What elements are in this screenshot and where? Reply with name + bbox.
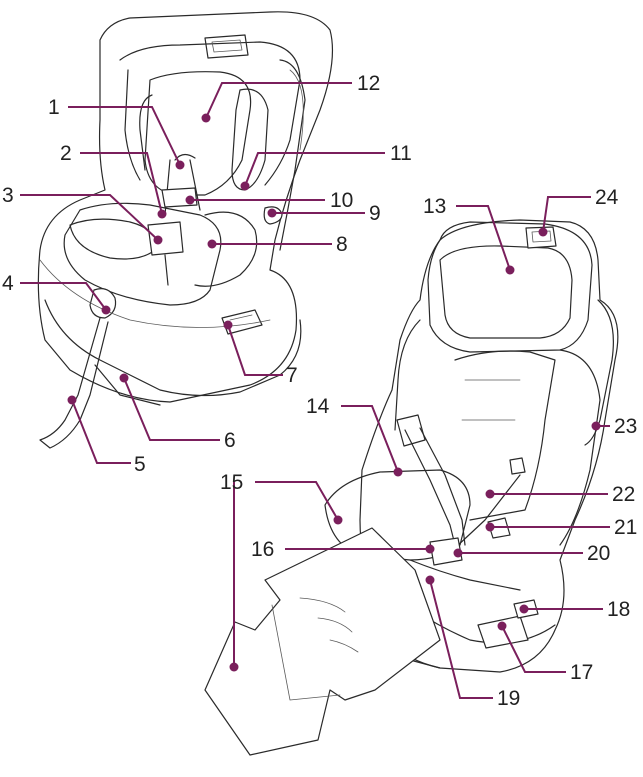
callout-8: 8 (336, 233, 348, 256)
callout-24: 24 (595, 186, 619, 209)
booster-mode-seat-illustration (204, 219, 619, 756)
harness-mode-seat-illustration (37, 11, 334, 449)
callout-21: 21 (614, 516, 637, 539)
callout-9: 9 (369, 202, 381, 225)
callout-23: 23 (614, 415, 637, 438)
callout-1: 1 (48, 96, 60, 119)
callout-2: 2 (60, 142, 72, 165)
callout-14: 14 (306, 395, 330, 418)
callout-7: 7 (286, 364, 298, 387)
callout-15: 15 (220, 471, 243, 494)
callout-3: 3 (2, 184, 14, 207)
callout-5: 5 (134, 453, 146, 476)
callout-6: 6 (224, 429, 236, 452)
callout-leader-lines (20, 82, 610, 699)
callout-17: 17 (570, 661, 593, 684)
callout-20: 20 (587, 542, 610, 565)
callout-18: 18 (607, 598, 630, 621)
callout-12: 12 (357, 72, 380, 95)
callout-numbers: 1 2 3 4 5 6 7 8 9 10 11 12 13 14 15 16 1… (2, 72, 637, 710)
callout-16: 16 (251, 538, 274, 561)
callout-13: 13 (423, 195, 446, 218)
callout-11: 11 (390, 142, 412, 165)
callout-19: 19 (497, 687, 520, 710)
callout-4: 4 (2, 272, 14, 295)
callout-10: 10 (330, 189, 353, 212)
callout-22: 22 (612, 483, 635, 506)
